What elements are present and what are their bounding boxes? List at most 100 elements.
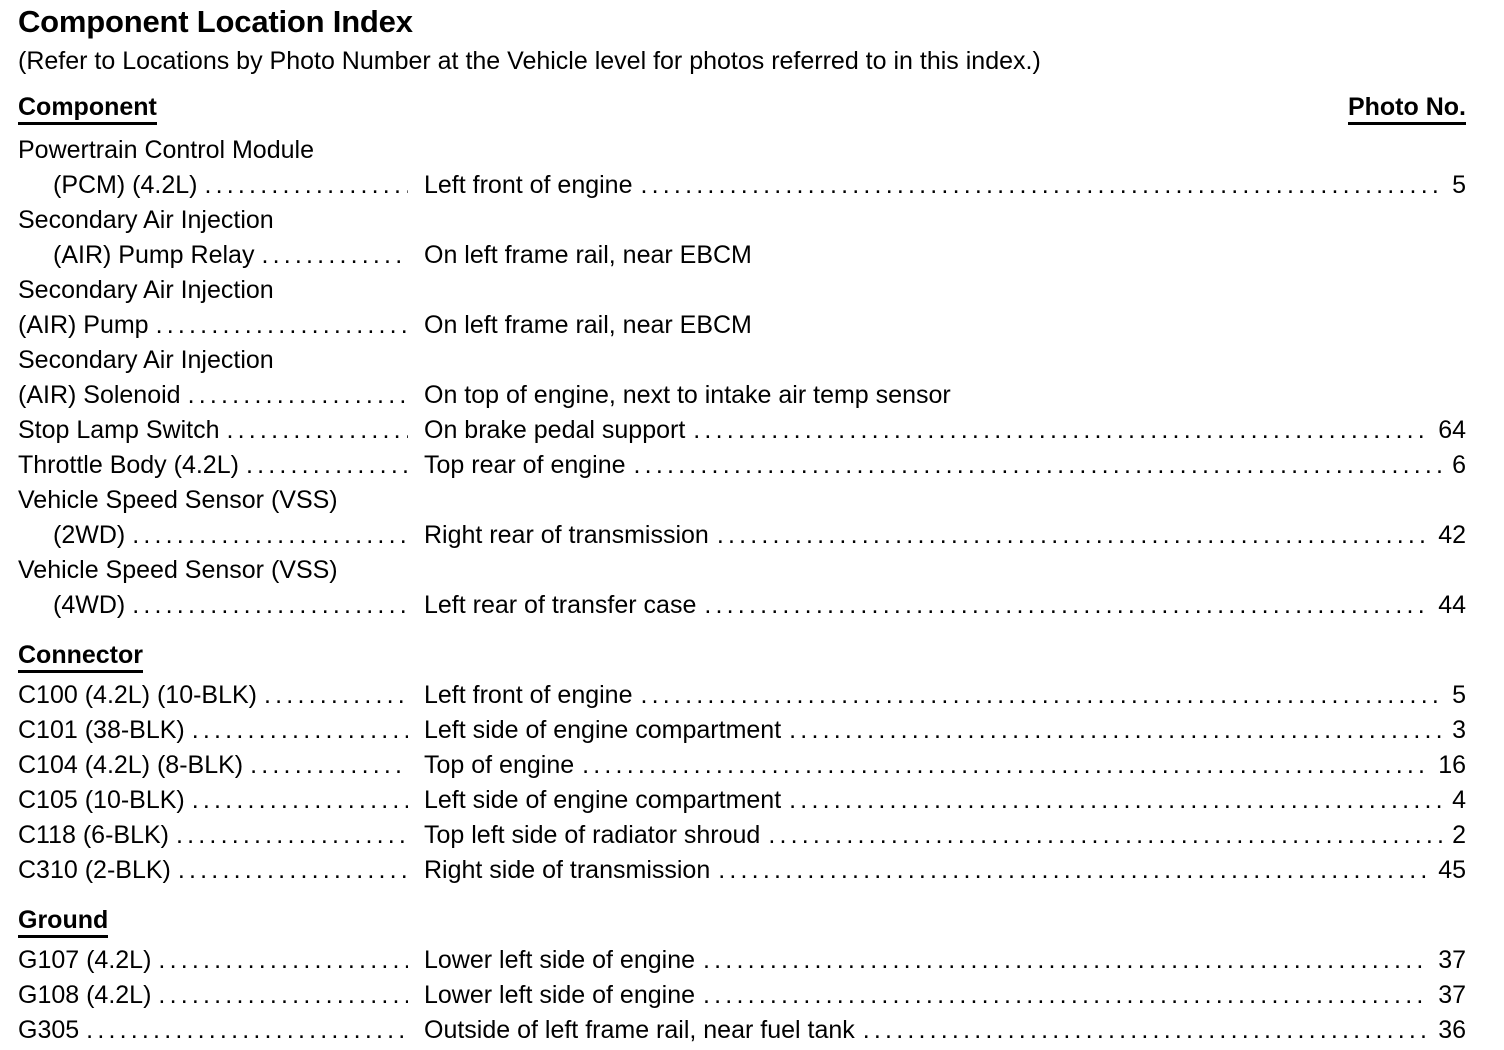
component-name-continuation: Vehicle Speed Sensor (VSS): [18, 556, 338, 584]
location-text: Left side of engine compartment: [424, 786, 782, 814]
photo-number: 5: [1452, 171, 1466, 199]
leader-dots: [125, 518, 408, 553]
location-cell: Left side of engine compartment 3: [424, 713, 1466, 748]
leader-dots: [239, 448, 408, 483]
leader-dots: [574, 748, 1428, 783]
component-name: (2WD): [53, 521, 126, 549]
component-name-cell: (AIR) Pump: [18, 308, 408, 343]
component-name: C118 (6-BLK): [18, 821, 169, 849]
section-heading-ground: Ground: [18, 906, 109, 938]
index-rows: C100 (4.2L) (10-BLK) Left front of engine…: [0, 678, 1504, 888]
leader-dots: [855, 1013, 1428, 1048]
component-name-cell: C101 (38-BLK): [18, 713, 408, 748]
leader-dots: [632, 678, 1442, 713]
photo-number: 2: [1452, 821, 1466, 849]
component-name-cell: (AIR) Solenoid: [18, 378, 408, 413]
component-name: Stop Lamp Switch: [18, 416, 220, 444]
component-name-cell: C104 (4.2L) (8-BLK): [18, 748, 408, 783]
component-name-continuation: Secondary Air Injection: [18, 276, 274, 304]
location-cell: On left frame rail, near EBCM: [424, 308, 1466, 343]
location-text: Left side of engine compartment: [424, 716, 782, 744]
location-text: Lower left side of engine: [424, 946, 696, 974]
photo-number: 4: [1452, 786, 1466, 814]
location-text: Top left side of radiator shroud: [424, 821, 761, 849]
component-name: G108 (4.2L): [18, 981, 152, 1009]
location-cell: Top of engine16: [424, 748, 1466, 783]
index-row: (2WD) Right rear of transmission 42: [0, 518, 1504, 553]
location-text: Lower left side of engine: [424, 981, 696, 1009]
section-heading-label: Ground: [18, 906, 109, 938]
component-name: C105 (10-BLK): [18, 786, 185, 814]
index-rows: Powertrain Control Module(PCM) (4.2L)Lef…: [0, 133, 1504, 623]
leader-dots: [257, 678, 408, 713]
component-name-cell: G305: [18, 1013, 408, 1048]
leader-dots: [626, 448, 1443, 483]
leader-dots: [185, 713, 408, 748]
leader-dots: [696, 588, 1428, 623]
photo-number: 37: [1438, 981, 1466, 1009]
column-header-component: Component: [18, 93, 157, 125]
location-text: On brake pedal support: [424, 416, 686, 444]
component-name-continuation: Secondary Air Injection: [18, 206, 274, 234]
leader-dots: [220, 413, 409, 448]
component-name-continuation: Secondary Air Injection: [18, 346, 274, 374]
leader-dots: [79, 1013, 408, 1048]
location-cell: Top left side of radiator shroud 2: [424, 818, 1466, 853]
column-header-photo-no: Photo No.: [1347, 93, 1466, 125]
leader-dots: [171, 853, 408, 888]
leader-dots: [151, 943, 408, 978]
component-name-cell: C100 (4.2L) (10-BLK): [18, 678, 408, 713]
location-text: On top of engine, next to intake air tem…: [424, 381, 951, 409]
location-cell: Left front of engine5: [424, 678, 1466, 713]
photo-number: 42: [1438, 521, 1466, 549]
photo-number: 3: [1452, 716, 1466, 744]
component-name: G305: [18, 1016, 80, 1044]
component-name-cell: (2WD): [53, 518, 408, 553]
location-text: Right rear of transmission: [424, 521, 709, 549]
index-row: C118 (6-BLK) Top left side of radiator sh…: [0, 818, 1504, 853]
leader-dots: [781, 783, 1442, 818]
index-row: (AIR) Pump On left frame rail, near EBCM: [0, 308, 1504, 343]
component-name-continuation: Powertrain Control Module: [18, 136, 314, 164]
location-cell: Left front of engine 5: [424, 168, 1466, 203]
index-row: Stop Lamp Switch On brake pedal support 64: [0, 413, 1504, 448]
leader-dots: [197, 168, 408, 203]
photo-number: 45: [1438, 856, 1466, 884]
leader-dots: [710, 853, 1428, 888]
component-name: G107 (4.2L): [18, 946, 152, 974]
component-name: C310 (2-BLK): [18, 856, 171, 884]
index-row: G305Outside of left frame rail, near fue…: [0, 1013, 1504, 1048]
index-row: C310 (2-BLK)Right side of transmission45: [0, 853, 1504, 888]
page-subtitle: (Refer to Locations by Photo Number at t…: [18, 47, 1041, 75]
index-row: (PCM) (4.2L)Left front of engine5: [0, 168, 1504, 203]
leader-dots: [254, 238, 408, 273]
component-name: (AIR) Solenoid: [18, 381, 181, 409]
location-text: Left rear of transfer case: [424, 591, 697, 619]
location-cell: Left rear of transfer case 44: [424, 588, 1466, 623]
leader-dots: [181, 378, 408, 413]
index-row: G108 (4.2L) Lower left side of engine 37: [0, 978, 1504, 1013]
photo-number: 6: [1452, 451, 1466, 479]
section-heading-label: Connector: [18, 641, 143, 673]
index-row: Vehicle Speed Sensor (VSS): [0, 483, 1504, 518]
location-cell: On brake pedal support 64: [424, 413, 1466, 448]
index-rows: G107 (4.2L)Lower left side of engine37G1…: [0, 943, 1504, 1048]
location-text: Left front of engine: [424, 681, 633, 709]
component-name-cell: C310 (2-BLK): [18, 853, 408, 888]
location-text: Top rear of engine: [424, 451, 626, 479]
index-row: Secondary Air Injection: [0, 343, 1504, 378]
index-row: Powertrain Control Module: [0, 133, 1504, 168]
leader-dots: [169, 818, 408, 853]
page-title: Component Location Index: [18, 4, 413, 39]
location-text: Left front of engine: [424, 171, 633, 199]
photo-number: 64: [1438, 416, 1466, 444]
component-name-cell: G107 (4.2L): [18, 943, 408, 978]
leader-dots: [709, 518, 1428, 553]
component-name-continuation: Vehicle Speed Sensor (VSS): [18, 486, 338, 514]
leader-dots: [781, 713, 1442, 748]
photo-number: 44: [1438, 591, 1466, 619]
location-cell: Left side of engine compartment 4: [424, 783, 1466, 818]
index-row: C101 (38-BLK) Left side of engine compart…: [0, 713, 1504, 748]
leader-dots: [151, 978, 408, 1013]
